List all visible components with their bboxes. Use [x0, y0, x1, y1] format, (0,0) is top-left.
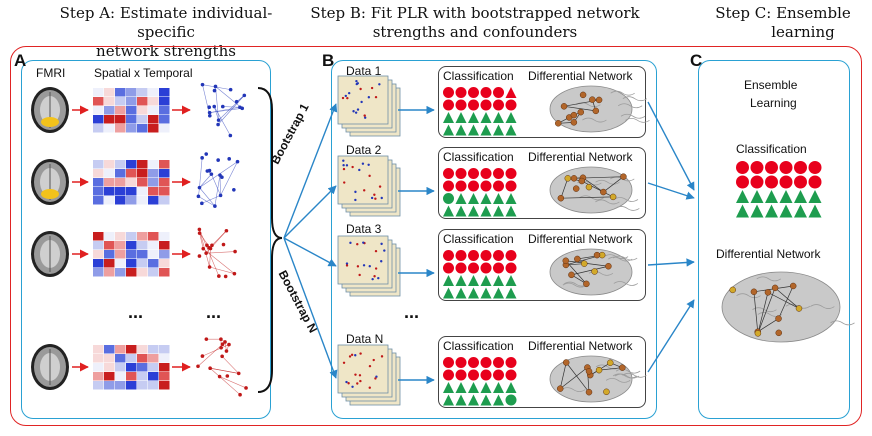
step-c-title: Step C: Ensemble learning	[698, 4, 868, 42]
step-c-title-line2: learning	[771, 23, 835, 41]
data-stack-2	[337, 155, 401, 217]
panel-c	[698, 60, 850, 419]
panel-b-letter: B	[322, 51, 335, 70]
step-b-title: Step B: Fit PLR with bootstrapped networ…	[300, 4, 650, 42]
step-b-title-line2: strengths and confounders	[372, 23, 578, 41]
bootstrap-arrow-1	[283, 103, 338, 239]
fmri-brain-2	[31, 159, 69, 205]
subjects-brace	[257, 87, 283, 393]
arrow-to-ensemble-1	[647, 101, 695, 191]
classification-grid-1	[443, 87, 517, 136]
classification-grid-2	[443, 168, 517, 217]
individual-network-2	[196, 152, 240, 208]
differential-network-brain-1	[549, 85, 650, 133]
panel-c-letter: C	[690, 51, 703, 70]
classification-label-2: Classification	[443, 150, 514, 164]
data-label-3: Data 3	[346, 222, 382, 236]
classification-label-3: Classification	[443, 232, 514, 246]
differential-label-2: Differential Network	[528, 150, 633, 164]
differential-label-3: Differential Network	[528, 232, 633, 246]
step-c-title-line1: Step C: Ensemble	[715, 4, 851, 22]
fmri-brain-4	[31, 344, 69, 390]
fmri-brain-3	[31, 231, 69, 277]
bootstrap-arrow-4	[283, 237, 338, 379]
differential-network-brain-3	[549, 248, 639, 296]
panel-a	[21, 60, 271, 419]
spatial-temporal-matrix-2	[93, 160, 170, 205]
data-label-2: Data 2	[346, 143, 382, 157]
spatial-temporal-matrix-4	[93, 345, 170, 390]
fmri-brain-1	[31, 87, 69, 133]
panel-a-ellipsis-matrix: ...	[128, 302, 144, 322]
pipeline-frame	[10, 46, 862, 426]
bootstrap-arrow-2	[283, 185, 337, 239]
step-b-title-line1: Step B: Fit PLR with bootstrapped networ…	[310, 4, 640, 22]
individual-network-1	[200, 82, 247, 138]
arrow-to-ensemble-2	[647, 182, 695, 200]
fmri-label: FMRI	[36, 66, 66, 80]
spatial-temporal-matrix-1	[93, 88, 170, 133]
individual-network-4	[196, 337, 248, 397]
step-a-title-line1: Step A: Estimate individual-specific	[59, 4, 273, 41]
bootstrap-arrow-3	[283, 237, 337, 267]
ensemble-learning-line2: Learning	[750, 96, 797, 110]
data-stack-3	[337, 235, 401, 297]
ensemble-learning-line1: Ensemble	[744, 78, 798, 92]
ensemble-differential-network-brain	[721, 271, 855, 343]
differential-label-1: Differential Network	[528, 69, 633, 83]
ensemble-differential-label: Differential Network	[716, 247, 821, 261]
classification-label-n: Classification	[443, 339, 514, 353]
data-label-1: Data 1	[346, 64, 382, 78]
individual-network-3	[197, 227, 237, 279]
differential-network-brain-4	[549, 355, 647, 403]
classification-label-1: Classification	[443, 69, 514, 83]
panel-b	[331, 60, 657, 419]
spatial-temporal-matrix-3	[93, 232, 170, 277]
classification-grid-4	[443, 357, 517, 406]
differential-network-brain-2	[549, 166, 640, 214]
arrow-to-ensemble-4	[647, 299, 695, 373]
spatial-temporal-label: Spatial x Temporal	[94, 66, 193, 80]
differential-label-n: Differential Network	[528, 339, 633, 353]
panel-b-ellipsis: ...	[404, 302, 420, 322]
panel-a-ellipsis-network: ...	[206, 302, 222, 322]
ensemble-classification-grid	[736, 161, 822, 218]
arrow-to-ensemble-3	[647, 258, 695, 267]
data-stack-1	[337, 75, 401, 137]
panel-a-letter: A	[14, 51, 27, 70]
classification-grid-3	[443, 250, 517, 299]
ensemble-classification-label: Classification	[736, 142, 807, 156]
data-stack-4	[337, 344, 401, 406]
data-label-n: Data N	[346, 332, 384, 346]
